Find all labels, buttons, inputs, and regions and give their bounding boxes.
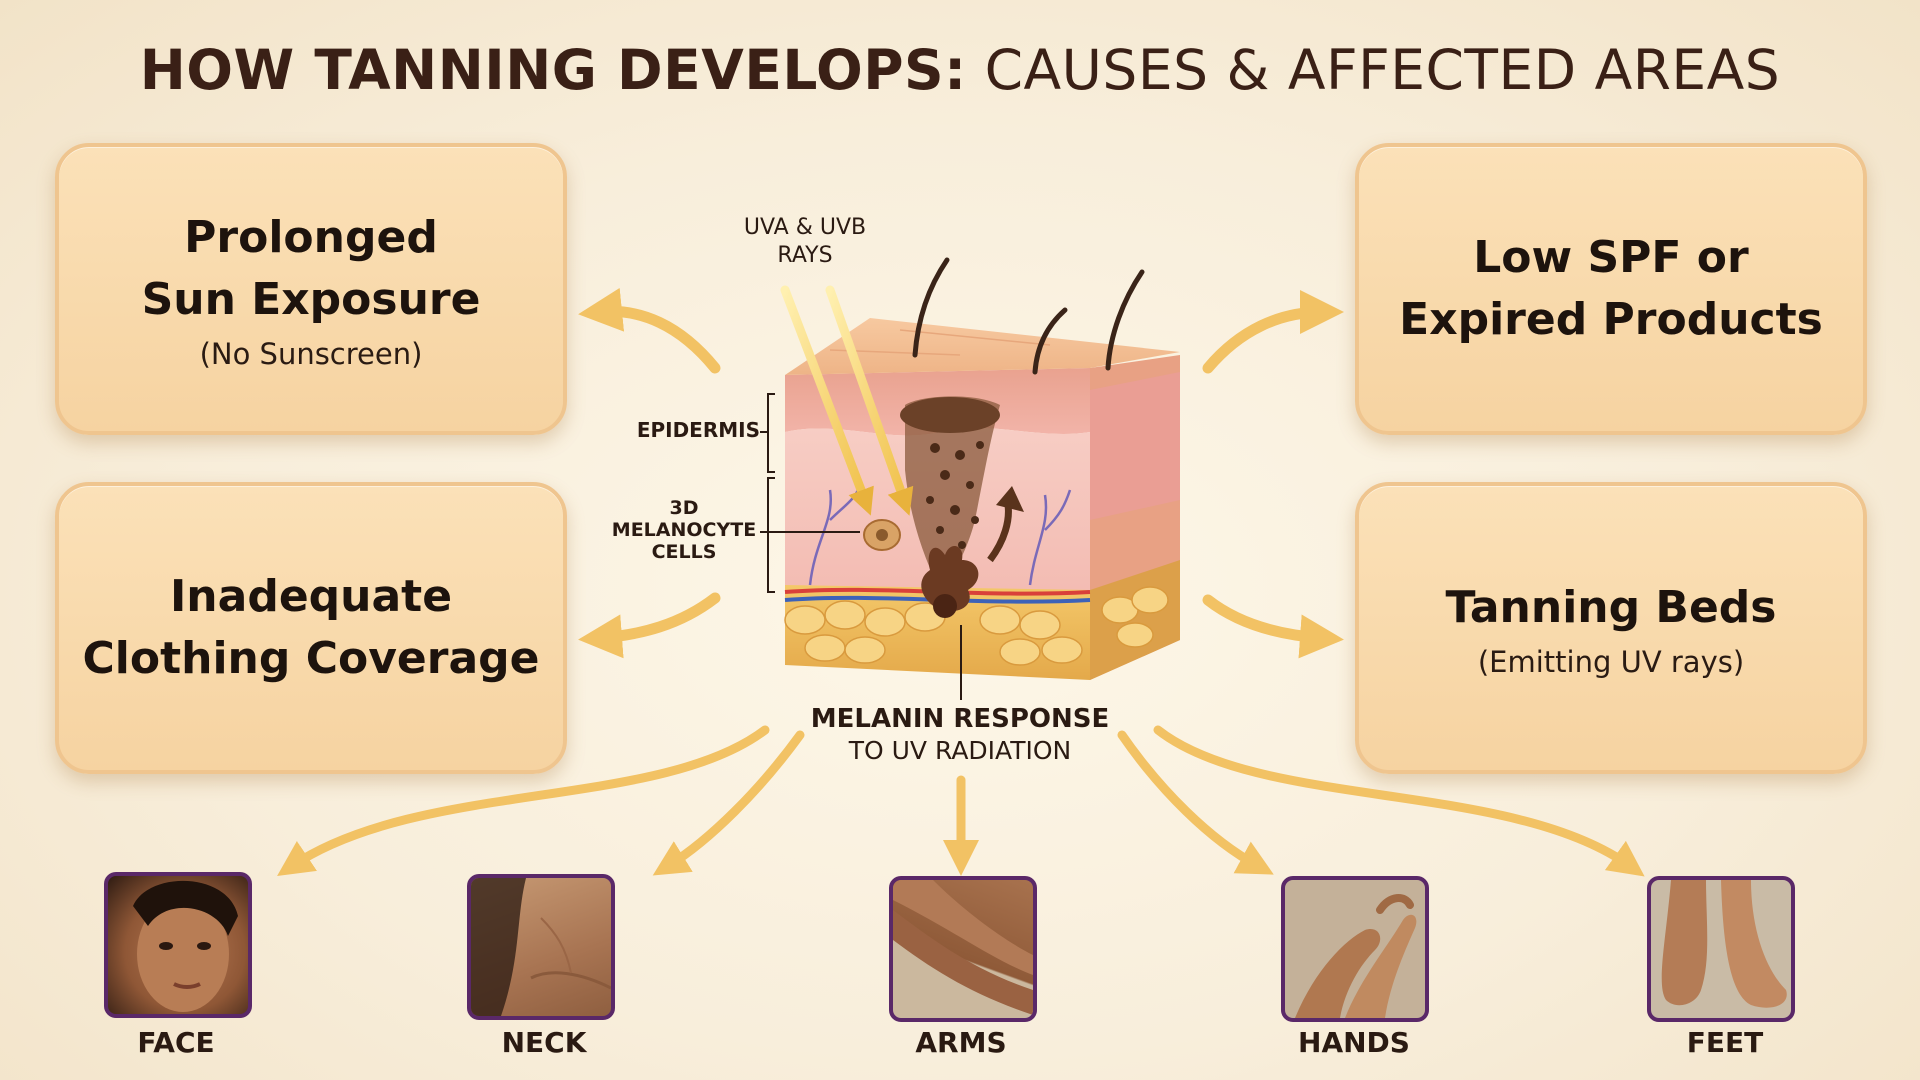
arrow-to-face bbox=[277, 725, 770, 877]
cause-title: Prolonged Sun Exposure bbox=[141, 211, 481, 325]
face-sketch bbox=[133, 880, 238, 1012]
area-label-feet: FEET bbox=[1686, 1026, 1764, 1059]
area-label-hands: HANDS bbox=[1298, 1026, 1410, 1059]
area-label-arms: ARMS bbox=[915, 1026, 1007, 1059]
area-label-face: FACE bbox=[137, 1026, 215, 1059]
arrow-to-clothing bbox=[578, 592, 721, 659]
skin-cross-section bbox=[760, 257, 1180, 700]
page-title: HOW TANNING DEVELOPS: CAUSES & AFFECTED … bbox=[0, 38, 1920, 102]
melanin-response-label: MELANIN RESPONSE TO UV RADIATION bbox=[780, 704, 1140, 765]
hands-photo-icon bbox=[1281, 876, 1429, 1022]
cause-card-tanning-beds: Tanning Beds (Emitting UV rays) bbox=[1355, 482, 1867, 774]
feet-sketch bbox=[1661, 880, 1787, 1008]
arrow-to-sun-exposure bbox=[578, 287, 721, 374]
hands-sketch bbox=[1295, 894, 1417, 1018]
melanin-response-line2: TO UV RADIATION bbox=[848, 736, 1072, 765]
arrow-to-low-spf bbox=[1202, 290, 1344, 374]
arrow-to-hands bbox=[1117, 730, 1274, 875]
title-bold: HOW TANNING DEVELOPS: bbox=[139, 38, 967, 102]
uv-rays-label: UVA & UVB RAYS bbox=[743, 215, 867, 268]
arms-photo-icon bbox=[889, 876, 1037, 1022]
arrow-to-tanning-beds bbox=[1202, 594, 1344, 659]
title-normal: CAUSES & AFFECTED AREAS bbox=[984, 38, 1781, 102]
epidermis-label: EPIDERMIS bbox=[636, 418, 760, 442]
arrow-to-feet bbox=[1153, 725, 1645, 877]
cause-title: Low SPF or Expired Products bbox=[1399, 231, 1823, 345]
cause-subtitle: (Emitting UV rays) bbox=[1477, 645, 1745, 680]
cause-card-clothing: Inadequate Clothing Coverage bbox=[55, 482, 567, 774]
melanocyte-label: 3D MELANOCYTE CELLS bbox=[611, 497, 757, 563]
cause-title: Inadequate Clothing Coverage bbox=[82, 570, 540, 684]
cause-subtitle: (No Sunscreen) bbox=[199, 337, 423, 372]
face-photo-icon bbox=[104, 872, 252, 1018]
area-arrows bbox=[277, 725, 1645, 877]
feet-photo-icon bbox=[1647, 876, 1795, 1022]
arrow-to-neck bbox=[652, 730, 805, 876]
arms-sketch bbox=[893, 880, 1033, 1015]
neck-photo-icon bbox=[467, 874, 615, 1020]
cause-card-sun-exposure: Prolonged Sun Exposure (No Sunscreen) bbox=[55, 143, 567, 435]
area-label-neck: NECK bbox=[501, 1026, 587, 1059]
cause-card-low-spf: Low SPF or Expired Products bbox=[1355, 143, 1867, 435]
neck-sketch bbox=[471, 878, 611, 1016]
cause-arrows bbox=[578, 287, 1344, 659]
cause-title: Tanning Beds bbox=[1445, 581, 1777, 633]
melanin-response-line1: MELANIN RESPONSE bbox=[810, 704, 1110, 734]
